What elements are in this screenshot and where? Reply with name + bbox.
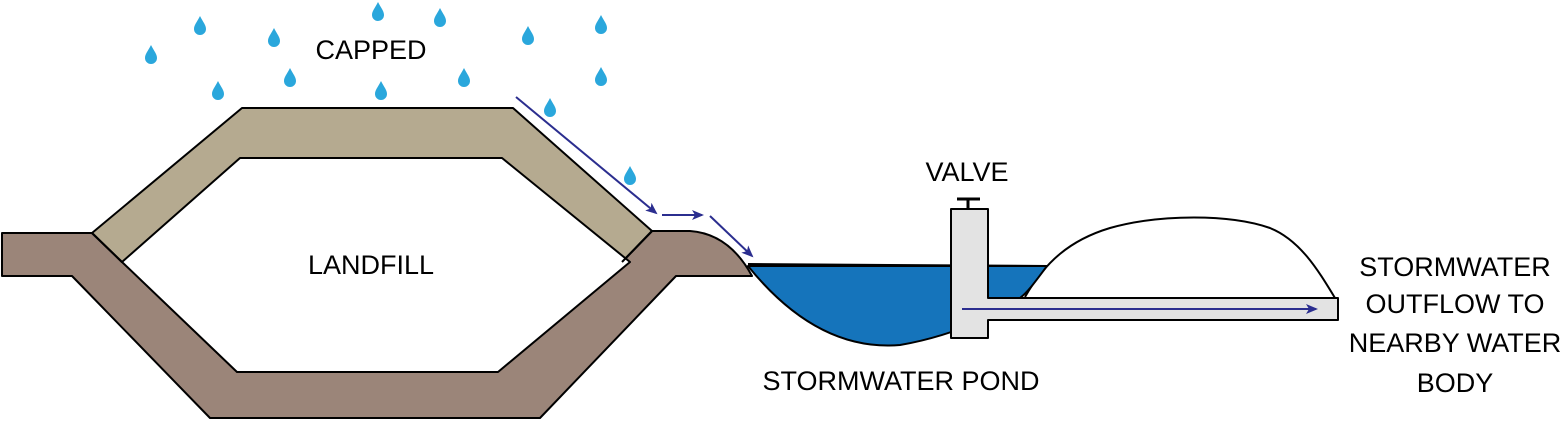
- valve-riser-and-pipe: [950, 208, 1339, 339]
- label-outflow-line-1: STORMWATER: [1359, 252, 1551, 282]
- liner-seam-right: [621, 230, 653, 263]
- runoff-arrow-slope: [515, 96, 658, 215]
- raindrop-icon: [595, 15, 607, 34]
- label-stormwater-pond: STORMWATER POND: [762, 366, 1039, 396]
- raindrop-icon: [595, 67, 607, 86]
- raindrop-icon: [284, 68, 296, 87]
- pond-surface: [747, 263, 1048, 267]
- raindrop-icon: [268, 28, 280, 47]
- label-landfill: LANDFILL: [308, 250, 434, 280]
- runoff-arrow-pond: [709, 215, 754, 258]
- liner-seam-left: [91, 232, 123, 263]
- label-outflow-line-3: NEARBY WATER: [1349, 328, 1562, 358]
- raindrop-icon: [145, 45, 157, 64]
- raindrop-icon: [458, 68, 470, 87]
- label-capped: CAPPED: [315, 35, 426, 65]
- raindrop-icon: [522, 26, 534, 45]
- label-outflow-line-2: OUTFLOW TO: [1365, 289, 1544, 319]
- raindrop-icon: [212, 81, 224, 100]
- raindrop-icon: [372, 2, 384, 21]
- raindrop-icon: [194, 16, 206, 35]
- raindrop-icon: [434, 8, 446, 27]
- raindrop-icon: [544, 98, 556, 117]
- raindrops: [145, 2, 636, 185]
- label-outflow-line-4: BODY: [1417, 368, 1494, 398]
- raindrop-icon: [375, 81, 387, 100]
- label-valve: VALVE: [925, 157, 1008, 187]
- raindrop-icon: [624, 166, 636, 185]
- outlet-embankment: [1024, 216, 1336, 299]
